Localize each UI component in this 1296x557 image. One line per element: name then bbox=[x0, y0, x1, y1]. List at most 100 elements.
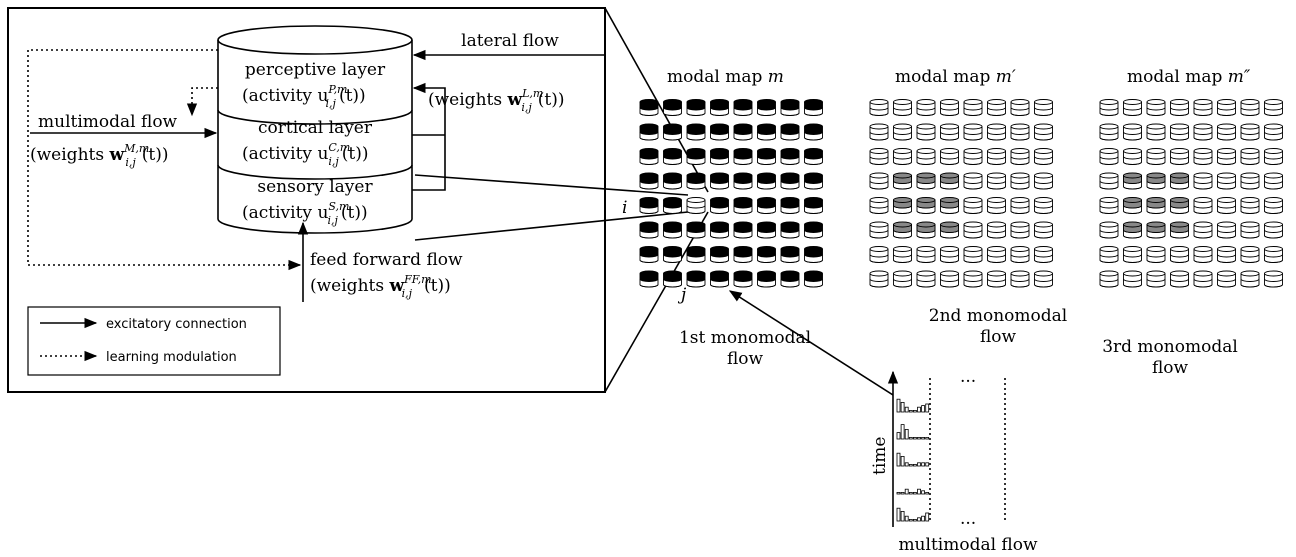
map-unit bbox=[869, 123, 889, 141]
time-axis-label: time bbox=[870, 437, 890, 475]
map-unit bbox=[1264, 148, 1283, 165]
map-unit bbox=[1217, 221, 1236, 239]
vector-bar bbox=[900, 491, 905, 495]
map-unit bbox=[780, 123, 800, 141]
lateral-flow-label: lateral flow bbox=[461, 31, 559, 51]
vector-bar bbox=[921, 436, 925, 440]
map-unit bbox=[686, 99, 706, 116]
map-unit bbox=[1193, 246, 1213, 263]
map-unit bbox=[1240, 221, 1260, 239]
vector-bar bbox=[900, 510, 905, 522]
map-unit bbox=[639, 221, 659, 239]
map-unit bbox=[893, 172, 912, 190]
map-unit bbox=[1217, 99, 1236, 116]
map-3-title: modal map m″ bbox=[1127, 67, 1251, 87]
map-unit bbox=[1264, 123, 1283, 141]
vector-bar bbox=[925, 512, 930, 522]
map-unit bbox=[916, 221, 936, 239]
map-unit bbox=[1123, 123, 1142, 141]
map-unit bbox=[1099, 221, 1119, 239]
vector-bar bbox=[896, 398, 901, 413]
legend-learning-label: learning modulation bbox=[106, 350, 237, 365]
map-unit bbox=[1240, 148, 1260, 165]
map-unit bbox=[733, 148, 753, 165]
map-unit bbox=[1146, 99, 1166, 116]
map-unit bbox=[1123, 221, 1142, 239]
map-unit bbox=[663, 221, 682, 239]
map-unit bbox=[639, 197, 659, 214]
map-unit bbox=[893, 197, 912, 214]
map-unit bbox=[1010, 221, 1030, 239]
map-unit bbox=[1146, 197, 1166, 214]
map-unit bbox=[1264, 246, 1283, 263]
map-unit bbox=[1099, 246, 1119, 263]
flow-3-label-line2: flow bbox=[1152, 358, 1189, 378]
sensory-layer-label: sensory layer bbox=[257, 177, 373, 197]
map-unit bbox=[940, 99, 959, 116]
map-unit bbox=[893, 123, 912, 141]
map-unit bbox=[639, 123, 659, 141]
map-unit bbox=[804, 197, 823, 214]
map-unit bbox=[1170, 172, 1189, 190]
map-unit bbox=[686, 172, 706, 190]
map-unit bbox=[1217, 270, 1236, 288]
map-unit bbox=[1217, 123, 1236, 141]
map-unit bbox=[940, 172, 959, 190]
vector-bar bbox=[908, 409, 913, 413]
map-unit bbox=[757, 172, 776, 190]
map-unit bbox=[987, 270, 1006, 288]
map-unit bbox=[940, 270, 959, 288]
map-unit bbox=[686, 123, 706, 141]
map-unit bbox=[1264, 99, 1283, 116]
map-unit bbox=[733, 123, 753, 141]
map-unit bbox=[1240, 197, 1260, 214]
map-unit bbox=[1034, 123, 1053, 141]
map-unit bbox=[710, 197, 729, 214]
map-unit bbox=[710, 148, 729, 165]
map-unit bbox=[1010, 99, 1030, 116]
map-unit bbox=[1010, 246, 1030, 263]
map-unit bbox=[916, 123, 936, 141]
vector-bar bbox=[921, 462, 925, 467]
map-unit bbox=[757, 270, 776, 288]
map-unit bbox=[1193, 221, 1213, 239]
map-unit bbox=[733, 172, 753, 190]
multimodal-vectors bbox=[896, 398, 930, 522]
map-unit bbox=[686, 270, 706, 288]
map-unit bbox=[987, 246, 1006, 263]
map-unit bbox=[710, 270, 729, 288]
vector-bar bbox=[908, 463, 913, 467]
map-unit bbox=[963, 172, 983, 190]
vector-bar bbox=[925, 462, 930, 467]
feed-forward-label: feed forward flow bbox=[310, 250, 463, 270]
map-unit bbox=[1146, 246, 1166, 263]
map-unit bbox=[869, 172, 889, 190]
vector-bar bbox=[925, 436, 930, 440]
map-unit bbox=[1193, 172, 1213, 190]
vector-bar bbox=[896, 452, 901, 467]
map-unit bbox=[1217, 172, 1236, 190]
map-unit bbox=[710, 221, 729, 239]
map-unit bbox=[1264, 197, 1283, 214]
column-index-label: j bbox=[677, 285, 687, 305]
input-to-map-arrow bbox=[728, 290, 894, 396]
map-unit bbox=[1240, 172, 1260, 190]
map-unit bbox=[1099, 148, 1119, 165]
cortical-layer-label: cortical layer bbox=[258, 118, 373, 138]
vector-bar bbox=[908, 519, 913, 522]
map-unit bbox=[804, 246, 823, 263]
map-unit bbox=[733, 270, 753, 288]
map-unit bbox=[1123, 172, 1142, 190]
map-unit bbox=[940, 123, 959, 141]
map-unit bbox=[733, 197, 753, 214]
vector-bar bbox=[900, 455, 905, 467]
map-unit bbox=[663, 99, 682, 116]
map-unit bbox=[963, 197, 983, 214]
map-unit bbox=[686, 197, 706, 214]
multimodal-flow-label: multimodal flow bbox=[38, 112, 178, 132]
vector-bar bbox=[904, 488, 909, 495]
map-unit bbox=[780, 197, 800, 214]
